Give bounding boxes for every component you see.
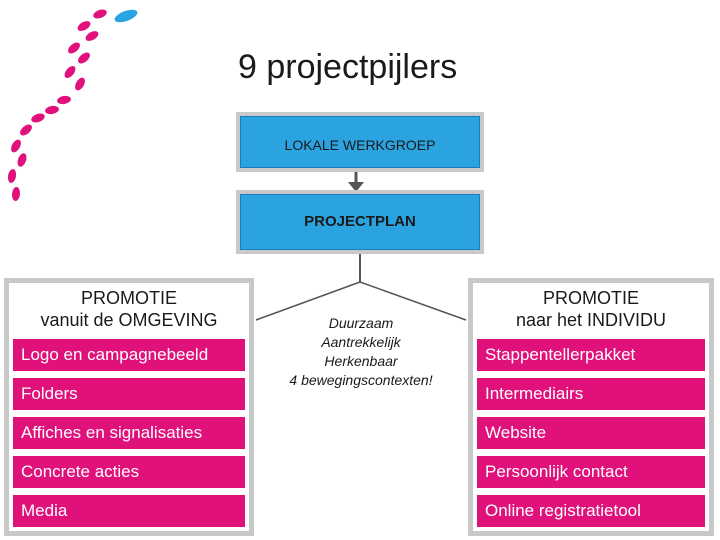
projectplan-box: PROJECTPLAN bbox=[240, 194, 480, 250]
left-item: Media bbox=[13, 495, 245, 527]
left-heading-line1: PROMOTIE bbox=[80, 288, 177, 308]
right-item: Persoonlijk contact bbox=[477, 456, 705, 488]
right-item: Online registratietool bbox=[477, 495, 705, 527]
left-item: Concrete acties bbox=[13, 456, 245, 488]
criteria-line: 4 bewegingscontexten! bbox=[289, 372, 433, 388]
left-panel-omgeving: PROMOTIE vanuit de OMGEVING Logo en camp… bbox=[4, 278, 254, 536]
footprints-logo bbox=[7, 9, 138, 201]
center-criteria: Duurzaam Aantrekkelijk Herkenbaar 4 bewe… bbox=[270, 314, 452, 390]
left-item: Logo en campagnebeeld bbox=[13, 339, 245, 371]
left-panel-heading: PROMOTIE vanuit de OMGEVING bbox=[9, 283, 249, 339]
left-item: Affiches en signalisaties bbox=[13, 417, 245, 449]
right-heading-line2: naar het INDIVIDU bbox=[515, 310, 667, 330]
left-item: Folders bbox=[13, 378, 245, 410]
criteria-line: Duurzaam bbox=[328, 315, 394, 331]
right-heading-line1: PROMOTIE bbox=[542, 288, 639, 308]
page-title: 9 projectpijlers bbox=[238, 48, 458, 86]
right-item: Stappentellerpakket bbox=[477, 339, 705, 371]
criteria-line: Aantrekkelijk bbox=[321, 334, 401, 350]
left-heading-line2: vanuit de OMGEVING bbox=[40, 310, 218, 330]
werkgroep-box: LOKALE WERKGROEP bbox=[240, 116, 480, 168]
right-item: Website bbox=[477, 417, 705, 449]
criteria-line: Herkenbaar bbox=[324, 353, 398, 369]
right-item: Intermediairs bbox=[477, 378, 705, 410]
right-panel-heading: PROMOTIE naar het INDIVIDU bbox=[473, 283, 709, 339]
right-panel-individu: PROMOTIE naar het INDIVIDU Stappenteller… bbox=[468, 278, 714, 536]
